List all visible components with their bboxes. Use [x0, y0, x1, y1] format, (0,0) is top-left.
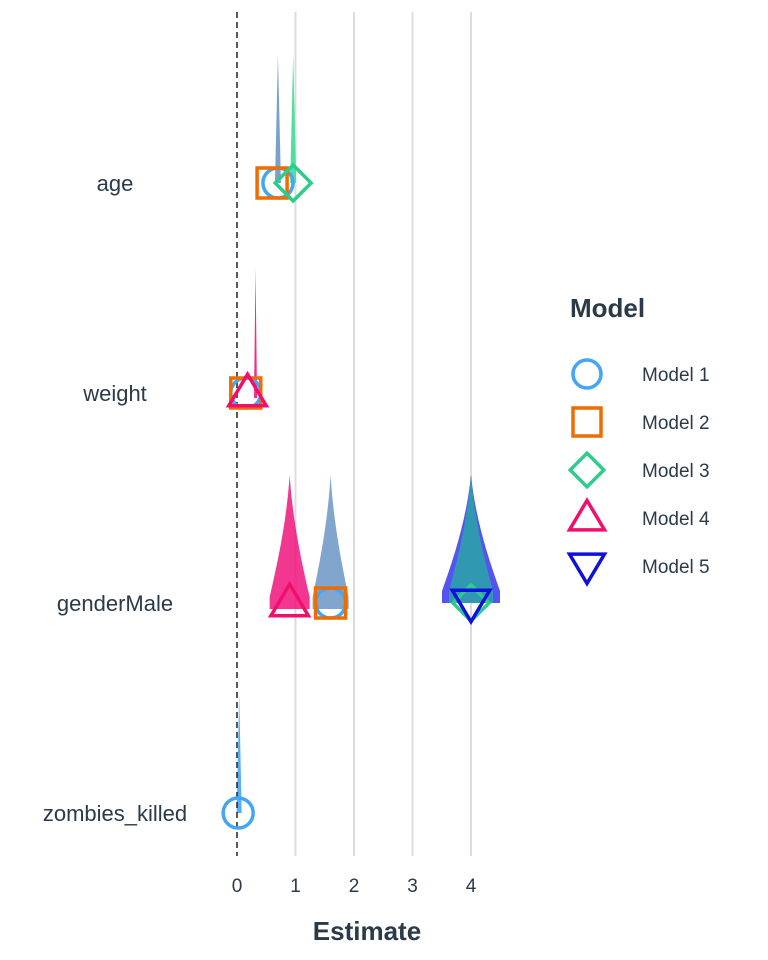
legend-label-4: Model 4	[642, 509, 710, 530]
x-tick-3: 3	[407, 876, 418, 897]
x-tick-2: 2	[349, 876, 360, 897]
x-tick-1: 1	[290, 876, 301, 897]
term-label-genderMale: genderMale	[57, 591, 173, 616]
point-age-model-3	[272, 162, 314, 204]
density-gendermale-model-1	[312, 475, 349, 609]
x-axis-ticks: 0 1 2 3 4	[232, 876, 477, 897]
point-genderMale-model-5	[449, 588, 493, 626]
density-weight-model-4	[254, 268, 258, 398]
term-label-age: age	[97, 171, 134, 196]
density-gendermale-model-3	[449, 475, 493, 603]
point-age-model-2	[255, 166, 289, 200]
legend-label-3: Model 3	[642, 461, 710, 482]
density-age-model-3	[290, 55, 297, 183]
legend-key-3	[567, 450, 607, 490]
legend-key-5	[566, 552, 608, 587]
gridlines	[294, 12, 472, 856]
points-layer	[221, 162, 493, 830]
legend: Model Model 1 Model 2 Model 3 Model 4 Model …	[566, 293, 710, 587]
legend-label-2: Model 2	[642, 413, 710, 434]
density-zombies-model-1	[236, 693, 242, 813]
point-genderMale-model-2	[313, 586, 348, 620]
x-axis-title: Estimate	[313, 916, 421, 946]
point-genderMale-model-4	[267, 580, 312, 618]
legend-key-4	[566, 497, 608, 532]
density-gendermale-model-4	[269, 475, 310, 609]
term-label-weight: weight	[82, 381, 147, 406]
density-layer	[236, 55, 500, 813]
legend-title: Model	[570, 293, 645, 323]
point-zombies_killed-model-1	[221, 796, 255, 830]
y-axis-labels: age weight genderMale zombies_killed	[43, 171, 187, 826]
legend-key-1	[571, 358, 603, 390]
point-weight-model-4	[225, 370, 270, 408]
x-tick-4: 4	[466, 876, 477, 897]
density-age-model-1	[274, 55, 281, 183]
legend-label-5: Model 5	[642, 557, 710, 578]
legend-label-1: Model 1	[642, 365, 710, 386]
x-tick-0: 0	[232, 876, 243, 897]
legend-key-2	[571, 406, 603, 438]
term-label-zombies_killed: zombies_killed	[43, 801, 187, 826]
